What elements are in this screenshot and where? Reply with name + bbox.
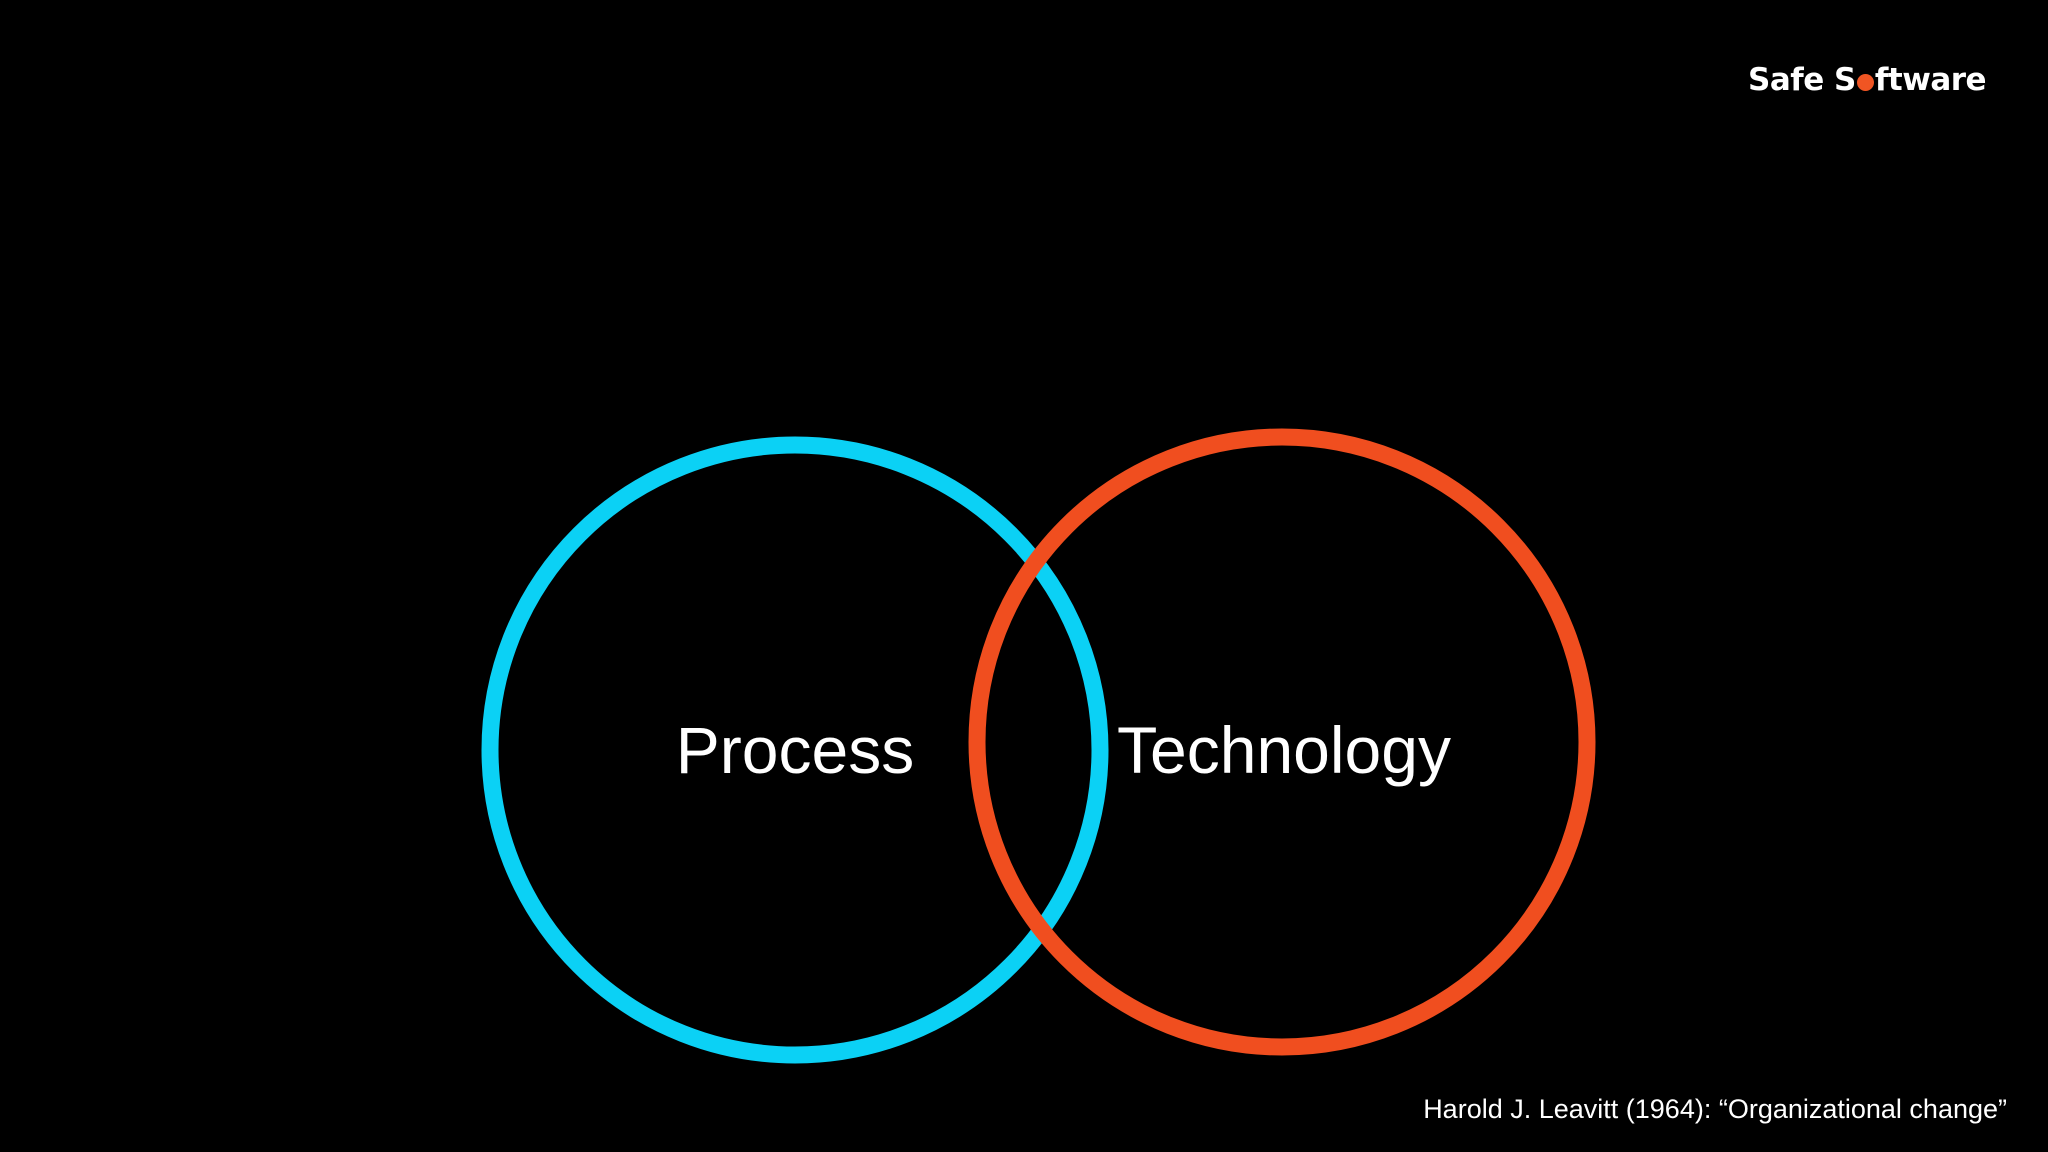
technology-label: Technology bbox=[1117, 713, 1451, 787]
logo-text-start: Safe S bbox=[1748, 62, 1856, 98]
process-circle bbox=[481, 436, 1109, 1064]
logo-text-end: ftware bbox=[1874, 62, 1987, 98]
process-label: Process bbox=[675, 713, 915, 787]
technology-circle bbox=[968, 428, 1596, 1056]
citation: Harold J. Leavitt (1964): “Organizationa… bbox=[1423, 1094, 2007, 1124]
logo-orange-dot-icon bbox=[1856, 73, 1874, 91]
safe-software-logo: Safe S ftware bbox=[1748, 58, 1987, 102]
